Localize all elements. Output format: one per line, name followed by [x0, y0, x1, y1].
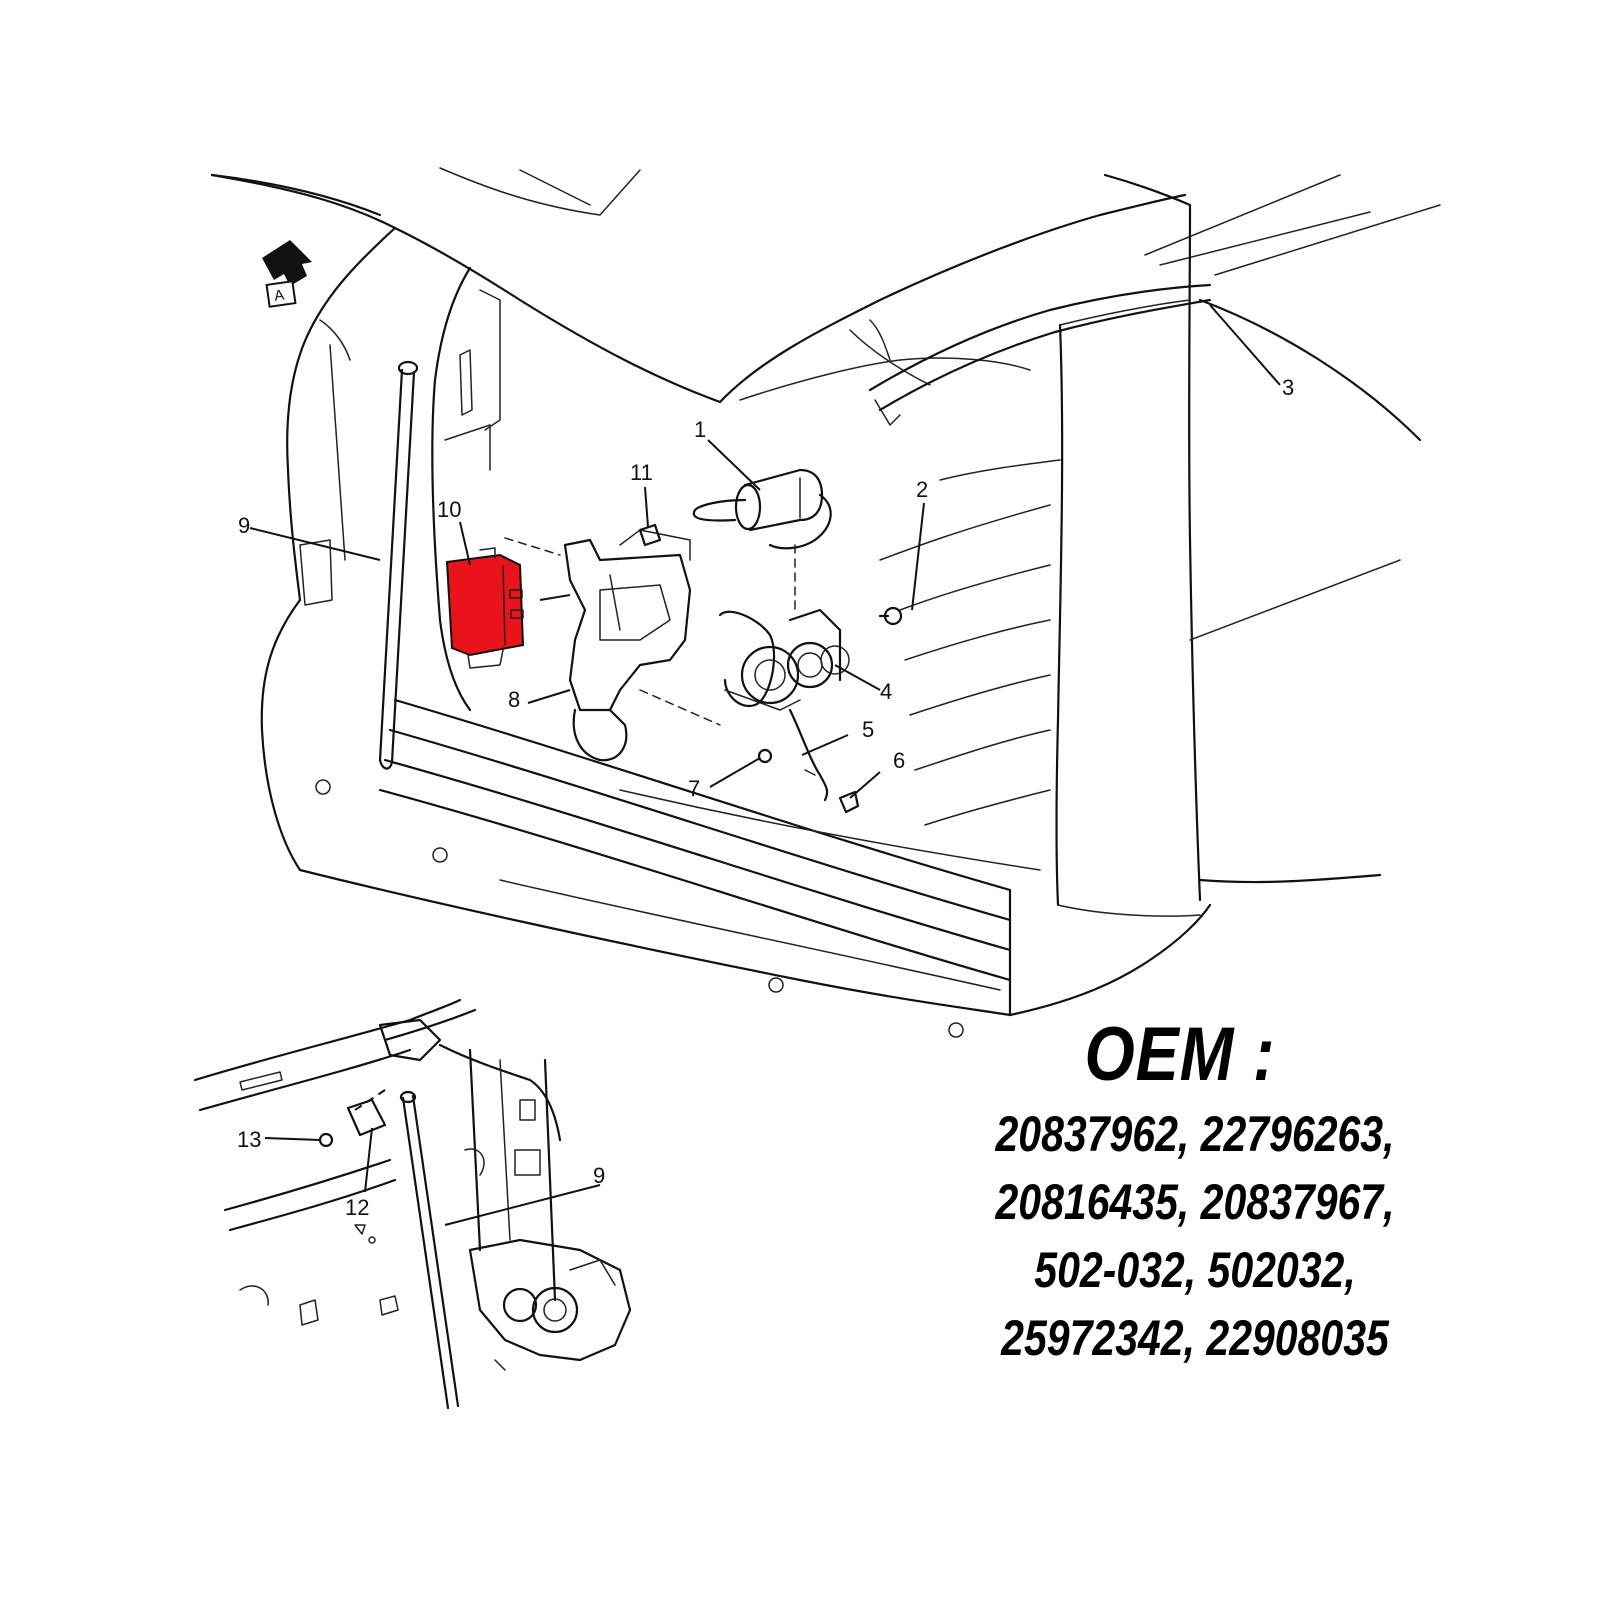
callout-13: 13 [237, 1127, 261, 1152]
view-reference-label: A [273, 287, 285, 305]
weatherstrip-part-3 [868, 283, 1212, 426]
view-reference-arrow: A [262, 240, 312, 308]
oem-part-numbers: OEM : 20837962, 22796263, 20816435, 2083… [885, 1010, 1505, 1372]
callout-11: 11 [630, 460, 653, 485]
callout-4: 4 [880, 679, 892, 704]
callout-9-inset: 9 [593, 1163, 605, 1188]
latch-bracket-part-8 [563, 529, 692, 762]
vehicle-body [210, 167, 1441, 1038]
oem-line-1: 20837962, 22796263, [995, 1106, 1395, 1162]
oem-line-2: 20816435, 20837967, [995, 1174, 1395, 1230]
callout-1: 1 [694, 417, 706, 442]
inset-detail: 13 12 9 [193, 998, 632, 1410]
gas-strut-part-9 [378, 360, 419, 770]
harness-part-5 [788, 708, 829, 802]
fastener-part-7 [757, 748, 773, 764]
callout-8: 8 [508, 687, 520, 712]
liftgate-control-module-part-10 [445, 547, 525, 669]
callout-5: 5 [862, 717, 874, 742]
fastener-part-2 [878, 606, 903, 626]
spindle-drive-part-4 [718, 608, 850, 711]
alignment-dashes [504, 537, 796, 726]
callout-2: 2 [916, 477, 928, 502]
callout-10: 10 [437, 497, 461, 522]
callout-3: 3 [1282, 375, 1294, 400]
drive-motor-part-1 [692, 468, 832, 550]
callout-9: 9 [238, 513, 250, 538]
oem-title: OEM : [1084, 1012, 1276, 1097]
callout-12: 12 [345, 1195, 369, 1220]
fastener-part-11 [638, 523, 662, 547]
callout-7: 7 [688, 776, 700, 801]
leader-lines [249, 304, 1281, 799]
fastener-part-6 [838, 790, 860, 814]
oem-line-3: 502-032, 502032, [1034, 1242, 1356, 1298]
oem-line-4: 25972342, 22908035 [1001, 1310, 1389, 1366]
callout-6: 6 [893, 748, 905, 773]
callout-numbers: 1 2 3 4 5 6 7 8 9 10 11 [238, 375, 1294, 801]
